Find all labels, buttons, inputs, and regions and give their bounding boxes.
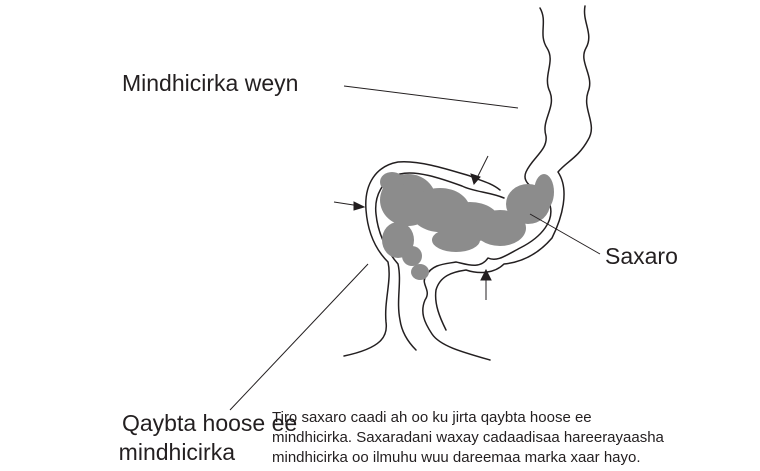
caption-line-2: mindhicirka. Saxaradani waxay cadaadisaa…	[272, 428, 664, 447]
label-rectum-line2: mindhicirka	[117, 439, 235, 466]
leader-rectum	[230, 264, 368, 410]
caption-line-3: mindhicirka oo ilmuhu wuu dareemaa marka…	[272, 448, 641, 467]
label-large-intestine: Mindhicirka weyn	[122, 70, 298, 97]
leader-large-intestine	[344, 86, 518, 108]
label-stool: Saxaro	[605, 243, 678, 270]
colon-outer-wall	[423, 8, 552, 360]
arrow-left	[354, 202, 364, 210]
colon-inner-wall	[436, 6, 592, 330]
label-rectum-line1: Qaybta hoose ee	[122, 410, 297, 437]
caption-line-1: Tiro saxaro caadi ah oo ku jirta qaybta …	[272, 408, 592, 427]
